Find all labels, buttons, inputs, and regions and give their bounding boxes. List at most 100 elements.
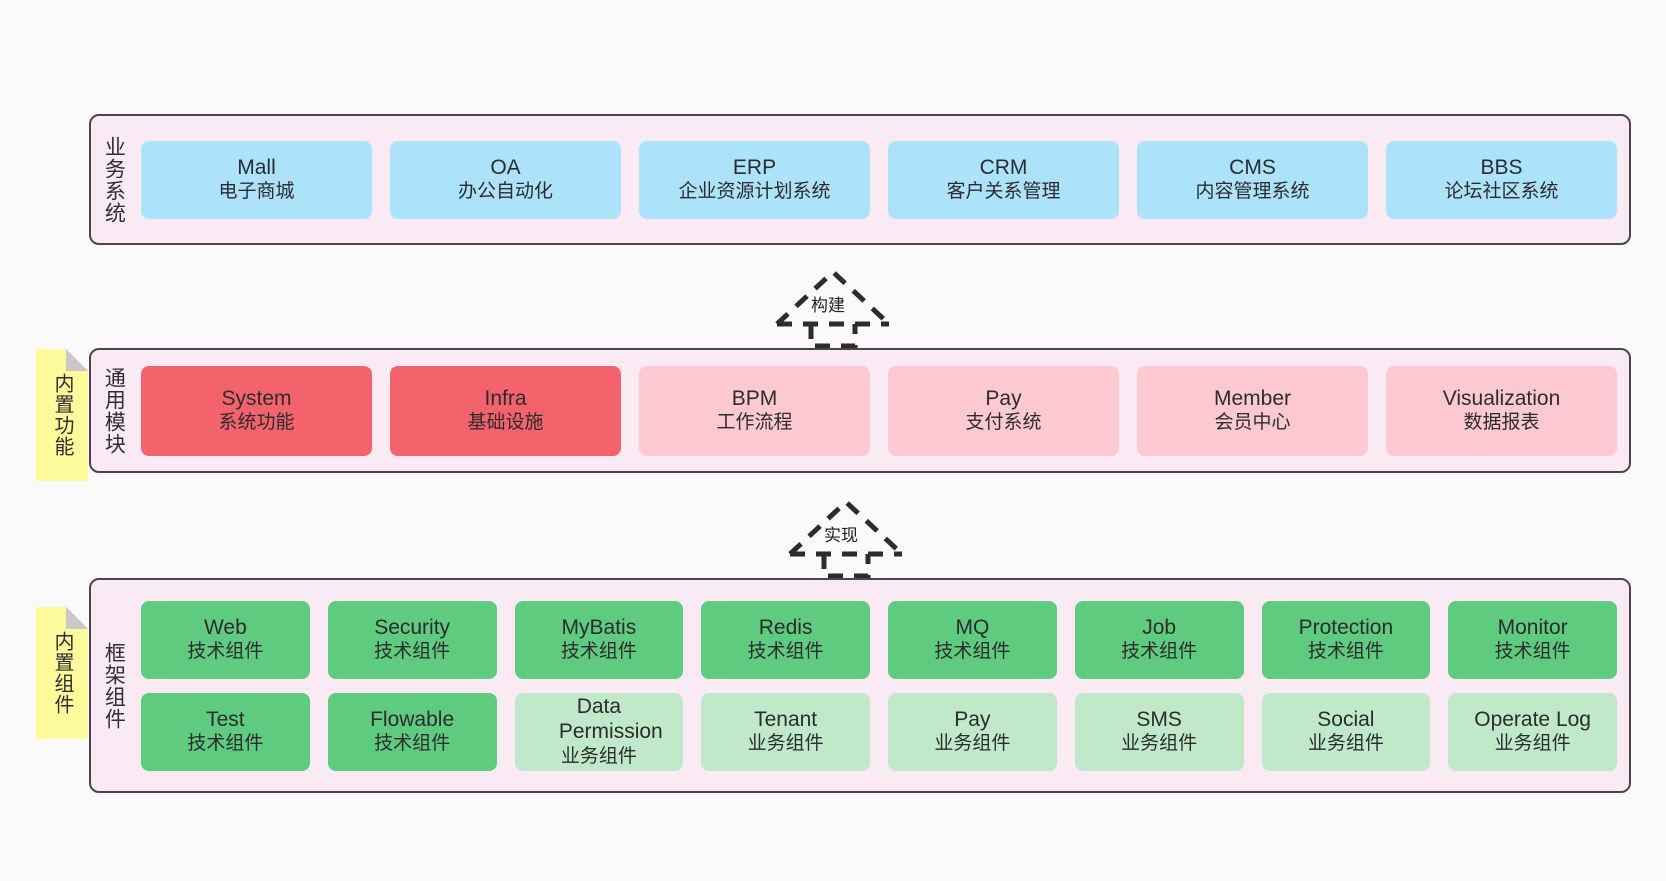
node-label-en: Job xyxy=(1142,615,1177,639)
node-label-cn: 技术组件 xyxy=(747,641,824,663)
node-label-cn: 技术组件 xyxy=(1121,641,1198,663)
node-label-en: System xyxy=(221,386,292,410)
node-label-en: MQ xyxy=(955,615,990,639)
connector-build-arrow xyxy=(775,268,891,348)
node-label-cn: 工作流程 xyxy=(716,412,793,434)
node-row: Mall 电子商城 OA 办公自动化 ERP 企业资源计划系统 CRM 客户关系… xyxy=(141,140,1617,219)
node-mall[interactable]: Mall 电子商城 xyxy=(141,140,372,219)
node-label-en: Security xyxy=(374,615,451,639)
node-tenant[interactable]: Tenant 业务组件 xyxy=(701,692,870,771)
node-member[interactable]: Member 会员中心 xyxy=(1137,365,1368,456)
node-label-en: Social xyxy=(1317,707,1375,731)
node-mq[interactable]: MQ 技术组件 xyxy=(888,600,1057,679)
node-label-en: Pay xyxy=(954,707,991,731)
node-infra[interactable]: Infra 基础设施 xyxy=(390,365,621,456)
layer-body-framework-component: Web 技术组件 Security 技术组件 MyBatis 技术组件 Redi… xyxy=(135,580,1629,791)
node-label-en: Protection xyxy=(1298,615,1394,639)
node-label-en: Pay xyxy=(985,386,1022,410)
node-label-en: Web xyxy=(203,615,247,639)
node-label-cn: 业务组件 xyxy=(560,745,637,767)
node-web[interactable]: Web 技术组件 xyxy=(141,600,310,679)
node-bbs[interactable]: BBS 论坛社区系统 xyxy=(1386,140,1617,219)
layer-body-business-system: Mall 电子商城 OA 办公自动化 ERP 企业资源计划系统 CRM 客户关系… xyxy=(135,116,1629,243)
layer-title-framework-component: 框架组件 xyxy=(102,641,126,730)
node-label-en: Mall xyxy=(237,155,276,179)
node-label-cn: 客户关系管理 xyxy=(946,181,1061,203)
node-label-en: MyBatis xyxy=(561,615,637,639)
node-label-en: OA xyxy=(490,155,521,179)
node-label-cn: 技术组件 xyxy=(187,641,264,663)
node-label-en: BBS xyxy=(1480,155,1523,179)
node-label-cn: 业务组件 xyxy=(1121,733,1198,755)
node-mybatis[interactable]: MyBatis 技术组件 xyxy=(514,600,684,679)
node-social[interactable]: Social 业务组件 xyxy=(1261,692,1431,771)
node-label-en: Data Permission xyxy=(558,694,663,744)
node-label-cn: 业务组件 xyxy=(1307,733,1384,755)
node-bpm[interactable]: BPM 工作流程 xyxy=(639,365,870,456)
node-row: System 系统功能 Infra 基础设施 BPM 工作流程 Pay 支付系统… xyxy=(141,365,1617,456)
node-redis[interactable]: Redis 技术组件 xyxy=(701,600,870,679)
sticky-note-text: 内置功能 xyxy=(51,373,73,457)
node-job[interactable]: Job 技术组件 xyxy=(1074,600,1244,679)
node-label-en: Infra xyxy=(484,386,527,410)
node-label-cn: 电子商城 xyxy=(218,181,295,203)
node-visualization[interactable]: Visualization 数据报表 xyxy=(1386,365,1617,456)
node-pay-module[interactable]: Pay 支付系统 xyxy=(888,365,1119,456)
node-protection[interactable]: Protection 技术组件 xyxy=(1261,600,1431,679)
layer-business-system: 业务系统 Mall 电子商城 OA 办公自动化 ERP 企业资源计划系统 CRM… xyxy=(89,114,1631,245)
sticky-note-builtin-component: 内置组件 xyxy=(36,607,88,739)
node-row: Web 技术组件 Security 技术组件 MyBatis 技术组件 Redi… xyxy=(141,600,1617,679)
node-label-cn: 基础设施 xyxy=(467,412,544,434)
node-label-en: Redis xyxy=(758,615,813,639)
node-label-cn: 技术组件 xyxy=(1494,641,1571,663)
node-label-cn: 业务组件 xyxy=(1494,733,1571,755)
node-label-cn: 论坛社区系统 xyxy=(1444,181,1559,203)
node-security[interactable]: Security 技术组件 xyxy=(327,600,497,679)
node-sms[interactable]: SMS 业务组件 xyxy=(1074,692,1244,771)
layer-title-common-module: 通用模块 xyxy=(102,366,126,455)
node-label-cn: 会员中心 xyxy=(1214,412,1291,434)
node-erp[interactable]: ERP 企业资源计划系统 xyxy=(639,140,870,219)
node-label-cn: 技术组件 xyxy=(934,641,1011,663)
node-label-en: Test xyxy=(206,707,245,731)
layer-common-module: 通用模块 System 系统功能 Infra 基础设施 BPM 工作流程 Pay… xyxy=(89,348,1631,473)
node-oa[interactable]: OA 办公自动化 xyxy=(390,140,621,219)
node-operate-log[interactable]: Operate Log 业务组件 xyxy=(1448,692,1617,771)
node-label-cn: 技术组件 xyxy=(187,733,264,755)
node-system[interactable]: System 系统功能 xyxy=(141,365,372,456)
layer-framework-component: 框架组件 Web 技术组件 Security 技术组件 MyBatis 技术组件… xyxy=(89,578,1631,793)
node-label-cn: 办公自动化 xyxy=(457,181,553,203)
node-pay-component[interactable]: Pay 业务组件 xyxy=(888,692,1057,771)
sticky-note-builtin-function: 内置功能 xyxy=(36,349,88,481)
node-label-en: BPM xyxy=(731,386,778,410)
node-label-en: Tenant xyxy=(754,707,818,731)
node-label-en: SMS xyxy=(1136,707,1182,731)
node-monitor[interactable]: Monitor 技术组件 xyxy=(1448,600,1617,679)
node-test[interactable]: Test 技术组件 xyxy=(141,692,310,771)
node-label-en: Monitor xyxy=(1497,615,1568,639)
node-label-cn: 技术组件 xyxy=(374,733,451,755)
node-label-en: CMS xyxy=(1229,155,1276,179)
connector-implement-arrow xyxy=(788,498,904,578)
sticky-note-text: 内置组件 xyxy=(51,631,73,715)
node-flowable[interactable]: Flowable 技术组件 xyxy=(327,692,497,771)
node-label-cn: 企业资源计划系统 xyxy=(678,181,831,203)
node-label-en: ERP xyxy=(732,155,777,179)
connector-build-label: 构建 xyxy=(811,296,845,315)
node-label-cn: 支付系统 xyxy=(965,412,1042,434)
node-label-en: CRM xyxy=(979,155,1028,179)
node-label-cn: 业务组件 xyxy=(747,733,824,755)
node-label-cn: 业务组件 xyxy=(934,733,1011,755)
node-data-permission[interactable]: Data Permission 业务组件 xyxy=(514,692,684,771)
layer-title-business-system: 业务系统 xyxy=(102,135,126,224)
node-label-en: Operate Log xyxy=(1474,707,1591,731)
node-label-cn: 技术组件 xyxy=(560,641,637,663)
node-label-en: Member xyxy=(1213,386,1292,410)
node-label-cn: 内容管理系统 xyxy=(1195,181,1310,203)
node-label-cn: 数据报表 xyxy=(1463,412,1540,434)
node-label-cn: 技术组件 xyxy=(1307,641,1384,663)
node-cms[interactable]: CMS 内容管理系统 xyxy=(1137,140,1368,219)
node-crm[interactable]: CRM 客户关系管理 xyxy=(888,140,1119,219)
layer-body-common-module: System 系统功能 Infra 基础设施 BPM 工作流程 Pay 支付系统… xyxy=(135,350,1629,471)
